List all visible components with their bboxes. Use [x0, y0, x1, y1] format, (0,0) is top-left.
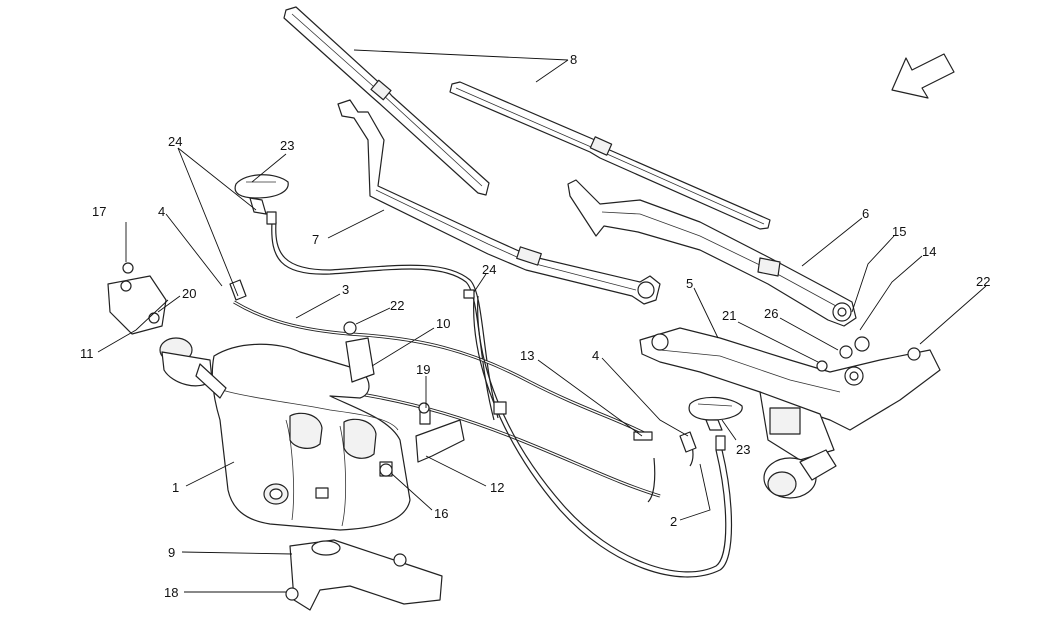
hose-connector: [715, 435, 726, 451]
callout-17: 17: [92, 204, 106, 219]
wiper-linkage: [639, 327, 941, 461]
callout-10: 10: [436, 316, 450, 331]
callout-13: 13: [520, 348, 534, 363]
callout-23: 23: [280, 138, 294, 153]
callout-6: 6: [862, 206, 869, 221]
check-valve-right: [679, 431, 697, 453]
callout-22: 22: [976, 274, 990, 289]
nut-21: [816, 360, 828, 372]
callout-1: 1: [172, 480, 179, 495]
callout-20: 20: [182, 286, 196, 301]
callout-22: 22: [390, 298, 404, 313]
wiper-arm-left: [337, 99, 661, 305]
wiper-arm-right: [567, 179, 857, 327]
leader-lines: [97, 49, 987, 593]
callout-23: 23: [736, 442, 750, 457]
nut-16: [379, 463, 393, 477]
callout-19: 19: [416, 362, 430, 377]
callout-12: 12: [490, 480, 504, 495]
callout-2: 2: [670, 514, 677, 529]
reservoir-filler-cap: [159, 337, 227, 399]
callout-24: 24: [168, 134, 182, 149]
callout-3: 3: [342, 282, 349, 297]
callout-24: 24: [482, 262, 496, 277]
washer-nozzle-right: [688, 396, 743, 431]
washer-nozzle-left: [234, 174, 289, 215]
wiper-blade-left: [283, 6, 490, 196]
nut-14: [854, 336, 870, 352]
callout-11: 11: [80, 346, 94, 361]
callout-15: 15: [892, 224, 906, 239]
washer-hose-tank: [359, 392, 661, 498]
wiper-blade-right: [449, 81, 771, 230]
bracket-10: [343, 321, 375, 383]
direction-arrow-icon: [891, 53, 955, 99]
hose-connector: [493, 401, 507, 415]
bolt-22-right: [907, 347, 921, 361]
callout-8: 8: [570, 52, 577, 67]
reservoir-support-bracket: [285, 539, 443, 611]
callout-18: 18: [164, 585, 178, 600]
clip-19: [418, 402, 430, 414]
callout-14: 14: [922, 244, 936, 259]
hose-connector: [266, 211, 277, 225]
callout-4: 4: [592, 348, 599, 363]
callout-9: 9: [168, 545, 175, 560]
reservoir-bracket-left: [107, 262, 167, 335]
hose-t-connector: [633, 431, 653, 441]
wiper-motor: [763, 449, 837, 499]
washer-hose-long-loop: [473, 295, 733, 578]
washer-26: [839, 345, 853, 359]
callout-16: 16: [434, 506, 448, 521]
callout-4: 4: [158, 204, 165, 219]
callout-26: 26: [764, 306, 778, 321]
washer-reservoir: [211, 343, 411, 531]
washer-hose-main: [233, 300, 651, 438]
callout-7: 7: [312, 232, 319, 247]
callout-21: 21: [722, 308, 736, 323]
callouts: 1 2 3 4 4 5 6 7 8 9 10 11 12 13 14 15 16…: [80, 52, 990, 600]
callout-5: 5: [686, 276, 693, 291]
hose-connector: [463, 289, 475, 299]
